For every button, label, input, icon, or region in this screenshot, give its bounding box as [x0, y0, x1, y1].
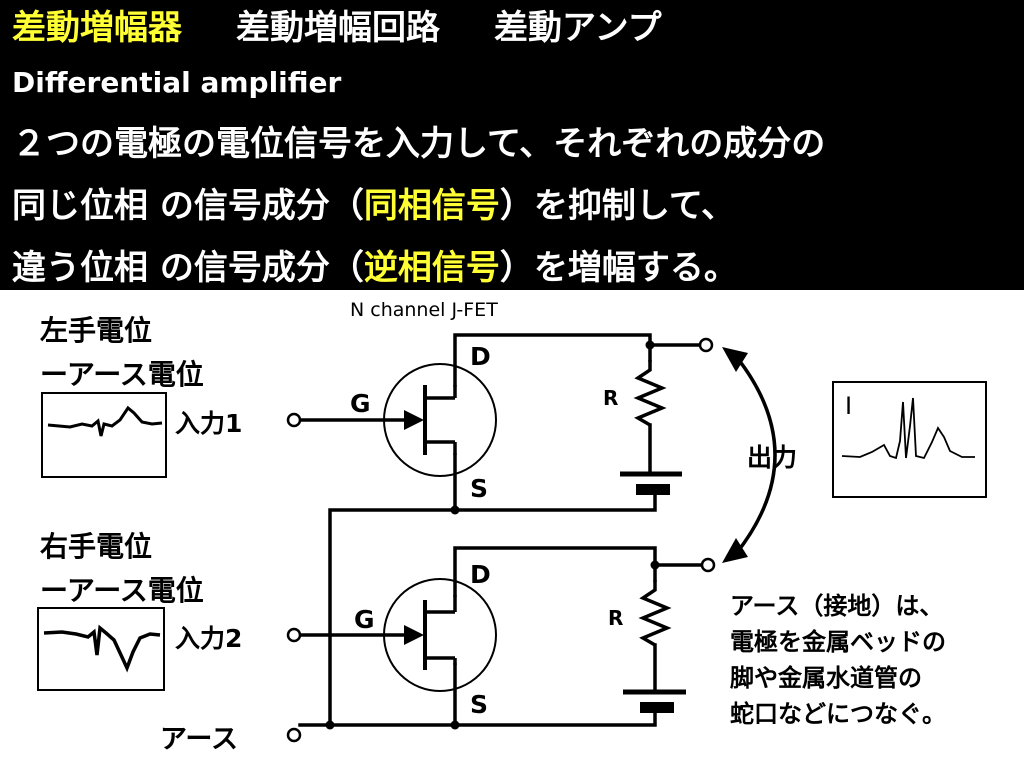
input1-terminal	[286, 412, 302, 428]
ground-junction-mid	[450, 720, 460, 730]
line2-post: ）を抑制して、	[499, 186, 736, 226]
lower-gate-arrow	[404, 625, 424, 645]
upper-ground-rail	[328, 488, 657, 727]
right-label-line2: ーアース電位	[40, 574, 204, 607]
ground-label: アース	[160, 724, 238, 755]
lower-output-junction	[650, 560, 660, 570]
note-line-1: アース（接地）は、	[730, 592, 943, 620]
upper-battery-short-plate	[636, 484, 670, 495]
description-line-3: 違う位相 の信号成分（逆相信号）を増幅する。	[12, 240, 738, 289]
description-line-1: ２つの電極の電位信号を入力して、それぞれの成分の	[12, 124, 826, 164]
line3-pre: 違う位相 の信号成分（	[12, 248, 364, 288]
note-line-2: 電極を金属ベッドの	[730, 628, 946, 656]
upper-source-label: S	[470, 474, 488, 503]
lower-resistor	[638, 580, 672, 647]
output-arrow-bottom	[722, 538, 748, 563]
upper-output-junction	[645, 340, 655, 350]
input1-label: 入力1	[175, 409, 242, 438]
right-signal-box	[37, 607, 165, 691]
note-line-3: 脚や金属水道管の	[730, 664, 922, 692]
right-label-line1: 右手電位	[40, 530, 152, 563]
line3-post: ）を増幅する。	[499, 248, 738, 288]
left-waveform	[47, 405, 163, 437]
right-waveform	[43, 624, 161, 673]
note-line-4: 蛇口などにつなぐ。	[730, 700, 946, 728]
ground-terminal	[286, 727, 302, 743]
ecg-lead-label: I	[845, 392, 852, 420]
title-primary: 差動増幅器	[12, 8, 182, 48]
description-line-2: 同じ位相 の信号成分（同相信号）を抑制して、	[12, 178, 735, 227]
title-line: 差動増幅器 差動増幅回路 差動アンプ	[12, 0, 662, 49]
header-panel: 差動増幅器差動増幅回路差動アンプ Differential amplifier …	[0, 0, 1024, 290]
lower-battery-short-plate	[640, 702, 674, 713]
ground-rail	[298, 710, 657, 727]
circuit-diagram: N channel J-FET 左手電位 ーアース電位 入力1 G D S R …	[37, 299, 987, 755]
differential-mode-highlight: 逆相信号	[363, 248, 500, 288]
left-signal-box	[41, 392, 167, 478]
lower-source-label: S	[470, 690, 488, 719]
upper-jfet-symbol	[383, 363, 497, 477]
upper-resistor-label: R	[603, 386, 618, 410]
title-alt-2: 差動アンプ	[494, 8, 662, 48]
ground-junction-left	[325, 720, 335, 730]
upper-jfet-circle	[383, 363, 497, 477]
lower-drain-label: D	[470, 560, 491, 589]
upper-drain-label: D	[470, 342, 491, 371]
input2-label: 入力2	[175, 624, 242, 653]
lower-gate-label: G	[354, 605, 375, 634]
common-mode-highlight: 同相信号	[363, 186, 500, 226]
output-waveform	[841, 397, 975, 460]
upper-resistor	[633, 360, 667, 427]
output-label: 出力	[747, 443, 797, 472]
lower-resistor-label: R	[608, 606, 623, 630]
output-terminal-upper	[698, 337, 714, 353]
upper-source-junction	[450, 505, 460, 515]
upper-gate-label: G	[350, 389, 371, 418]
output-arc	[733, 353, 777, 557]
lower-jfet-symbol	[383, 578, 497, 692]
input2-terminal	[286, 627, 302, 643]
left-label-line1: 左手電位	[40, 314, 152, 347]
output-arrow-top	[722, 347, 748, 372]
lower-jfet-circle	[383, 578, 497, 692]
output-signal-box	[832, 381, 987, 498]
english-title: Differential amplifier	[12, 66, 342, 99]
fet-type-label: N channel J-FET	[350, 299, 498, 321]
title-alt-1: 差動増幅回路	[236, 8, 440, 48]
upper-gate-arrow	[404, 410, 424, 430]
output-terminal-lower	[700, 557, 716, 573]
left-label-line2: ーアース電位	[40, 358, 204, 391]
line2-pre: 同じ位相 の信号成分（	[12, 186, 364, 226]
